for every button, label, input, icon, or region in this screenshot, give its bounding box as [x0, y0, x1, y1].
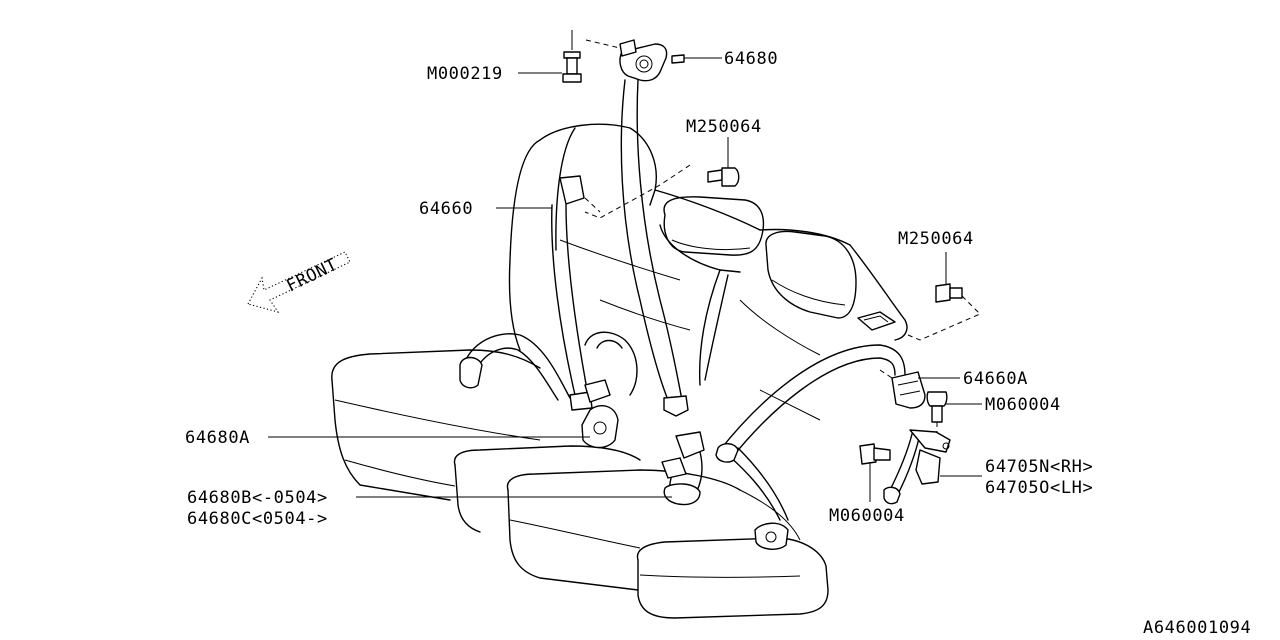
seat-back — [508, 123, 908, 421]
callout-64705o: 64705O<LH> — [985, 478, 1093, 498]
callout-m250064-upper: M250064 — [686, 117, 762, 137]
right-retractor — [879, 369, 926, 409]
headrest-center — [663, 196, 765, 256]
callout-m000219: M000219 — [427, 64, 503, 84]
bolt-m000219-icon — [562, 30, 582, 83]
callout-64680b: 64680B<-0504> — [187, 488, 328, 508]
callout-m060004-bottom: M060004 — [829, 506, 905, 526]
leader-lines — [268, 57, 982, 502]
bolt-m060004-bottom-icon — [859, 443, 891, 465]
left-belt-64660 — [551, 175, 601, 411]
front-label: FRONT — [283, 255, 340, 297]
callout-64660: 64660 — [419, 199, 473, 219]
callout-64680: 64680 — [724, 49, 778, 69]
buckle-64680a — [581, 331, 638, 449]
shoulder-belt-center — [620, 79, 729, 417]
callout-m250064-right: M250064 — [898, 229, 974, 249]
shelf-vent — [857, 311, 896, 331]
buckle-stalk-64705 — [883, 429, 951, 505]
bolt-m250064-right-icon — [907, 283, 981, 341]
seat-cushion — [331, 349, 829, 619]
callout-64680a: 64680A — [185, 428, 250, 448]
callout-64660a: 64660A — [963, 369, 1028, 389]
callout-m060004-right: M060004 — [985, 395, 1061, 415]
bolt-m250064-upper-icon — [584, 164, 740, 219]
right-belt-64660a — [715, 344, 906, 550]
headrest-right — [765, 230, 857, 319]
callout-64705n: 64705N<RH> — [985, 457, 1093, 477]
bolt-m060004-right-icon — [926, 391, 948, 436]
left-outer-anchor — [459, 333, 571, 401]
upper-retractor-64680 — [585, 39, 685, 82]
callout-64680c: 64680C<0504-> — [187, 509, 328, 529]
lap-belt-center-64680b — [661, 431, 705, 506]
figure-code: A646001094 — [1143, 618, 1251, 638]
